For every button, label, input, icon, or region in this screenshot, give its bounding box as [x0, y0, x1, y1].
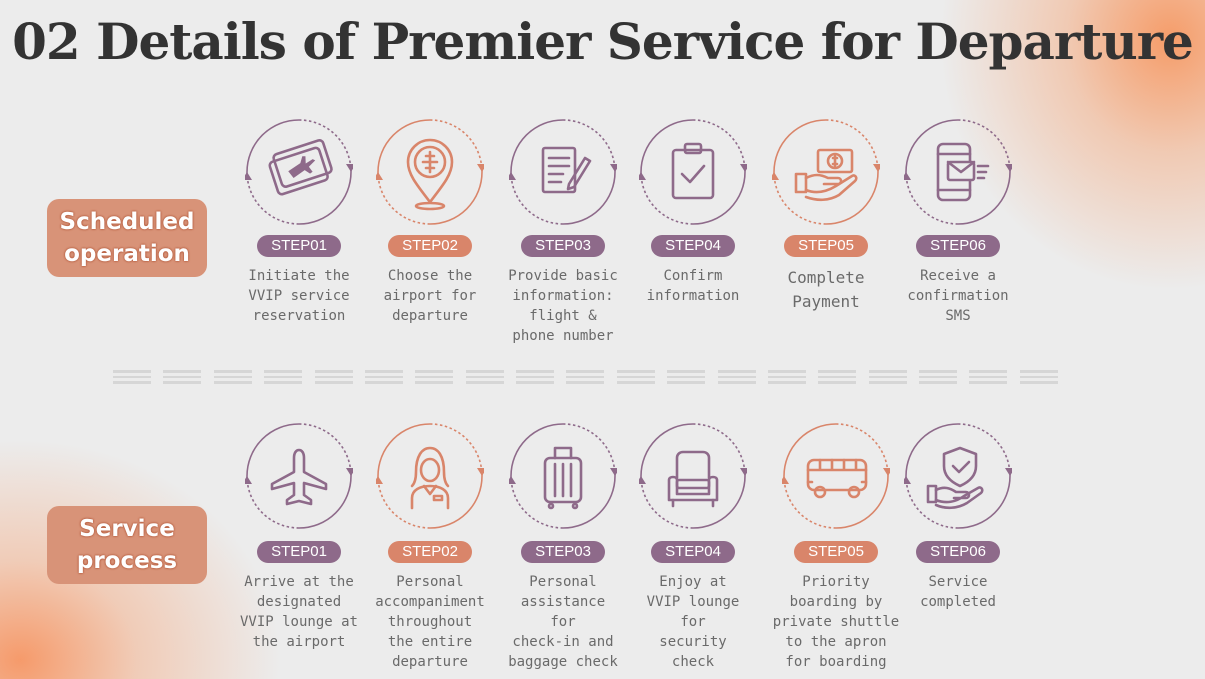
divider-dash — [566, 370, 605, 384]
divider-dash — [465, 370, 504, 384]
divider-dash — [415, 370, 454, 384]
step-description: Enjoy at VVIP lounge for security check — [646, 574, 740, 670]
airplane-icon — [245, 423, 353, 529]
divider-dash — [818, 370, 857, 384]
divider-dash — [1019, 370, 1058, 384]
step-description: Initiate the VVIP service reservation — [248, 268, 350, 324]
step-number-badge: STEP04 — [651, 541, 735, 563]
row-label-service-process: Service process — [47, 506, 207, 584]
step-number-badge: STEP04 — [651, 235, 735, 257]
section-divider — [113, 370, 1058, 384]
divider-dash — [717, 370, 756, 384]
suitcase-icon — [509, 423, 617, 529]
step-description: Provide basic information: flight & phon… — [508, 268, 618, 344]
step-description: Service completed — [920, 574, 996, 610]
page-title: 02 Details of Premier Service for Depart… — [12, 12, 1194, 71]
step-number-badge: STEP01 — [257, 541, 341, 563]
step-description: Personal assistance for check-in and bag… — [508, 574, 618, 670]
phone-message-icon — [904, 119, 1012, 225]
step-number-badge: STEP03 — [521, 235, 605, 257]
step-number-badge: STEP05 — [784, 235, 868, 257]
step-number-badge: STEP06 — [916, 235, 1000, 257]
divider-dash — [314, 370, 353, 384]
hand-shield-icon — [904, 423, 1012, 529]
clipboard-check-icon — [639, 119, 747, 225]
divider-dash — [868, 370, 907, 384]
divider-dash — [616, 370, 655, 384]
divider-dash — [969, 370, 1008, 384]
step-description: Arrive at the designated VVIP lounge at … — [239, 574, 358, 650]
step-description: Confirm information — [646, 268, 740, 304]
step-number-badge: STEP02 — [388, 541, 472, 563]
step-description: Personal accompaniment throughout the en… — [375, 574, 485, 670]
divider-dash — [264, 370, 303, 384]
divider-dash — [919, 370, 957, 384]
divider-dash — [163, 370, 202, 384]
step-number-badge: STEP03 — [521, 541, 605, 563]
row-label-scheduled-operation: Scheduled operation — [47, 199, 207, 277]
step-number-badge: STEP06 — [916, 541, 1000, 563]
step-description: Receive a confirmation SMS — [907, 268, 1009, 324]
document-pen-icon — [509, 119, 617, 225]
divider-dash — [667, 370, 706, 384]
divider-dash — [516, 370, 554, 384]
divider-dash — [213, 370, 252, 384]
row-label-text: Scheduled operation — [59, 209, 195, 267]
tickets-icon — [245, 119, 353, 225]
step-description: Priority boarding by private shuttle to … — [772, 574, 900, 670]
location-pin-icon — [376, 119, 484, 225]
hand-money-icon — [772, 119, 880, 225]
step-number-badge: STEP05 — [794, 541, 878, 563]
divider-dash — [113, 370, 151, 384]
armchair-icon — [639, 423, 747, 529]
attendant-icon — [376, 423, 484, 529]
step-description: Complete Payment — [787, 268, 865, 311]
divider-dash — [364, 370, 403, 384]
step-number-badge: STEP02 — [388, 235, 472, 257]
divider-dash — [767, 370, 806, 384]
step-number-badge: STEP01 — [257, 235, 341, 257]
row-label-text: Service process — [76, 516, 178, 574]
shuttle-bus-icon — [782, 423, 890, 529]
step-description: Choose the airport for departure — [383, 268, 477, 324]
